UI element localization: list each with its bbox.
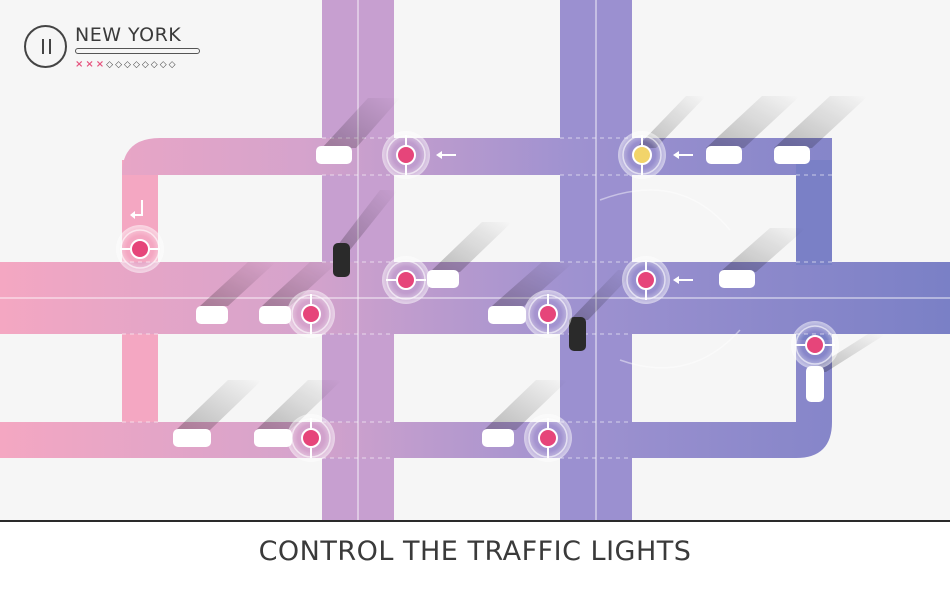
pause-button[interactable]	[24, 25, 67, 68]
car	[719, 270, 755, 288]
car	[316, 146, 352, 164]
traffic-lights[interactable]	[116, 131, 839, 462]
caption-band: CONTROL THE TRAFFIC LIGHTS	[0, 520, 950, 594]
car	[427, 270, 459, 288]
traffic-light[interactable]	[622, 256, 670, 304]
car	[173, 429, 211, 447]
strike-mark: ×	[95, 59, 105, 70]
remaining-mark: ◇	[115, 60, 123, 70]
remaining-mark: ◇	[141, 60, 149, 70]
traffic-light[interactable]	[287, 414, 335, 462]
car	[806, 366, 824, 402]
traffic-light[interactable]	[791, 321, 839, 369]
traffic-light[interactable]	[287, 290, 335, 338]
road-map[interactable]	[0, 0, 950, 520]
car	[196, 306, 228, 324]
car	[706, 146, 742, 164]
car	[259, 306, 291, 324]
dark-car	[333, 243, 350, 277]
traffic-light[interactable]	[524, 290, 572, 338]
hud: NEW YORK ×××◇◇◇◇◇◇◇◇	[24, 24, 224, 77]
strike-mark: ×	[85, 59, 94, 70]
remaining-mark: ◇	[106, 60, 114, 70]
game-area[interactable]: NEW YORK ×××◇◇◇◇◇◇◇◇	[0, 0, 950, 520]
traffic-light[interactable]	[116, 225, 164, 273]
cars	[173, 146, 824, 447]
left-arrow-icon	[673, 276, 693, 284]
remaining-mark: ◇	[132, 60, 140, 70]
dark-car	[569, 317, 586, 351]
direction-arrows	[130, 151, 693, 284]
car	[774, 146, 810, 164]
remaining-mark: ◇	[150, 60, 158, 70]
traffic-light[interactable]	[382, 256, 430, 304]
left-arrow-icon	[436, 151, 456, 159]
turn-arrow-icon	[130, 200, 143, 219]
left-arrow-icon	[673, 151, 693, 159]
city-name: NEW YORK	[75, 24, 182, 46]
road-right-upper	[796, 160, 832, 265]
level-progress-bar	[75, 48, 200, 54]
car	[488, 306, 526, 324]
traffic-light[interactable]	[524, 414, 572, 462]
caption-text: CONTROL THE TRAFFIC LIGHTS	[258, 536, 692, 567]
strike-mark: ×	[75, 59, 84, 70]
car	[254, 429, 292, 447]
remaining-mark: ◇	[159, 60, 167, 70]
remaining-mark: ◇	[168, 60, 176, 70]
remaining-mark: ◇	[124, 60, 131, 70]
traffic-light[interactable]	[382, 131, 430, 179]
car	[482, 429, 514, 447]
strike-indicators: ×××◇◇◇◇◇◇◇◇	[75, 59, 178, 71]
traffic-light[interactable]	[618, 131, 666, 179]
swirl-decoration	[599, 189, 741, 369]
